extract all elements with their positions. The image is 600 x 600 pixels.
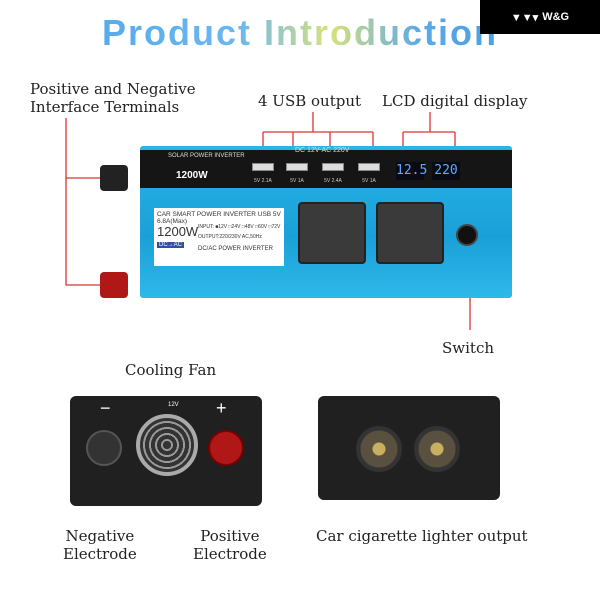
- lcd-label: LCD digital display: [382, 92, 528, 110]
- lighter-panel: [318, 396, 500, 500]
- brand-name: W&G: [542, 11, 570, 23]
- usb-rating: 5V 1A: [290, 178, 304, 184]
- usb-rating: 5V 1A: [362, 178, 376, 184]
- sticker-badge: DC→AC: [157, 242, 185, 248]
- power-switch[interactable]: [456, 224, 478, 246]
- sticker-power: 1200W: [157, 224, 199, 239]
- rear-panel: − + 12V: [70, 396, 262, 506]
- positive-electrode: [208, 430, 244, 466]
- lighter-socket[interactable]: [414, 426, 460, 472]
- negative-electrode: [86, 430, 122, 466]
- power-rating: 1200W: [176, 170, 208, 181]
- usb-rating: 5V 2.1A: [254, 178, 272, 184]
- sticker-output: OUTPUT:220/230V AC,50Hz: [198, 234, 262, 240]
- brand-mark-icon: ▼▼▾: [510, 11, 539, 24]
- ac-outlet[interactable]: [376, 202, 444, 264]
- ac-outlet[interactable]: [298, 202, 366, 264]
- sticker-title: CAR SMART POWER INVERTER USB 5V 6.8A(Max…: [157, 211, 281, 225]
- lighter-socket[interactable]: [356, 426, 402, 472]
- positive-terminal: [100, 272, 128, 298]
- brand-logo: ▼▼▾W&G: [480, 0, 600, 34]
- inverter-front: SOLAR POWER INVERTER 1200W DC 12V-AC 220…: [140, 146, 512, 298]
- control-strip: SOLAR POWER INVERTER 1200W DC 12V-AC 220…: [140, 147, 512, 188]
- usb-rating: 5V 2.4A: [324, 178, 342, 184]
- usb-label: 4 USB output: [258, 92, 362, 110]
- negative-terminal: [100, 165, 128, 191]
- switch-label: Switch: [442, 339, 495, 357]
- usb-port[interactable]: [358, 163, 380, 171]
- sticker-input: INPUT: ■12V □24V □48V □60V □72V: [198, 224, 281, 230]
- minus-sign: −: [100, 398, 111, 418]
- lcd-voltage-in: 12.5: [396, 162, 428, 180]
- conversion-text: DC 12V-AC 220V: [295, 147, 350, 154]
- lcd-voltage-out: 220: [432, 162, 460, 180]
- fan-voltage: 12V: [168, 402, 179, 408]
- brand-line: SOLAR POWER INVERTER: [168, 153, 245, 159]
- fan-label: Cooling Fan: [125, 361, 217, 379]
- usb-port[interactable]: [286, 163, 308, 171]
- lighter-label: Car cigarette lighter output: [316, 527, 528, 545]
- page-title: Product Introduction: [0, 12, 600, 54]
- usb-port[interactable]: [322, 163, 344, 171]
- plus-sign: +: [216, 398, 227, 418]
- fan-icon: [136, 414, 198, 476]
- sticker-type: DC/AC POWER INVERTER: [198, 246, 273, 252]
- spec-sticker: CAR SMART POWER INVERTER USB 5V 6.8A(Max…: [154, 208, 284, 266]
- usb-port[interactable]: [252, 163, 274, 171]
